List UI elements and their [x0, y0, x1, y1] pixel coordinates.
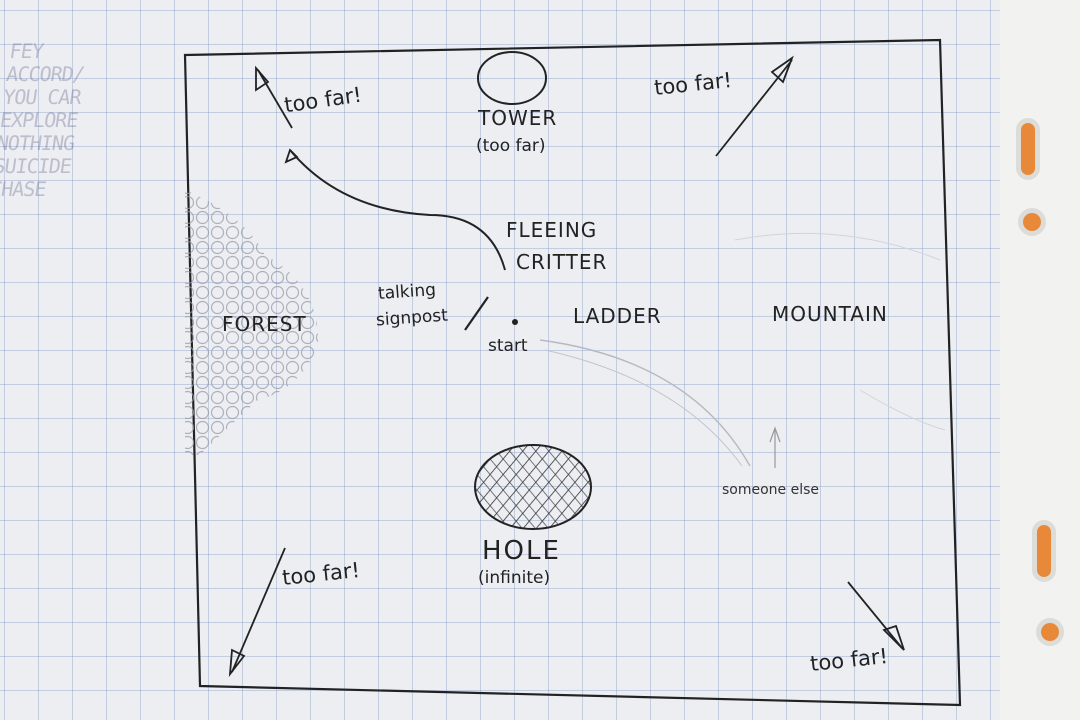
arrow-icon — [255, 65, 270, 92]
tower-label: TOWER — [478, 106, 558, 130]
pencil-sketch — [734, 232, 941, 261]
start-dot — [512, 319, 518, 325]
arrow-icon — [284, 148, 299, 164]
arrow-icon — [228, 648, 246, 677]
binder-hole — [1018, 208, 1046, 236]
pencil-path — [539, 339, 751, 467]
binder-hole — [1016, 118, 1040, 180]
map-border — [183, 38, 962, 707]
paper-margin — [1000, 0, 1080, 720]
binder-hole — [1036, 618, 1064, 646]
signpost-label: talking — [377, 280, 437, 304]
arrow-line — [231, 547, 286, 673]
arrow-line — [715, 59, 793, 157]
pencil-sketch — [859, 389, 946, 431]
arrow-line — [847, 581, 903, 649]
someone-else-label: someone else — [722, 482, 820, 498]
hole-note: (infinite) — [478, 568, 551, 588]
hole-label: HOLE — [482, 536, 561, 566]
arrow-icon — [882, 624, 905, 651]
ladder-label: LADDER — [573, 304, 662, 328]
critter-path — [289, 149, 506, 271]
tower-note: (too far) — [476, 136, 546, 156]
hole-shape — [474, 444, 592, 530]
pencil-path — [544, 349, 743, 467]
arrow-line — [257, 69, 293, 129]
binder-hole — [1032, 520, 1056, 582]
tower-circle — [477, 51, 547, 105]
arrow-icon — [770, 55, 794, 84]
forest-label: FOREST — [222, 312, 307, 336]
signpost-mark — [464, 296, 489, 331]
arrow-icon — [769, 426, 781, 443]
start-label: start — [488, 336, 528, 356]
mountain-label: MOUNTAIN — [772, 302, 888, 326]
fleeing-critter-label: FLEEING — [506, 218, 598, 242]
fleeing-critter-label: CRITTER — [516, 250, 608, 274]
